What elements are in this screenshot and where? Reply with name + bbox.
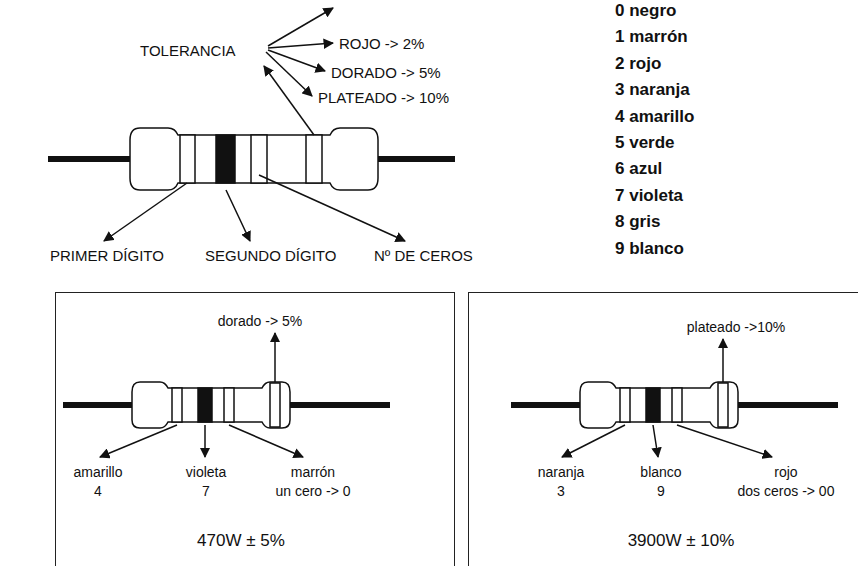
band-label: dorado -> 5% bbox=[218, 313, 302, 329]
color-code-entry: 1 marrón bbox=[615, 27, 688, 47]
color-code-entry: 6 azul bbox=[615, 159, 662, 179]
part-label: SEGUNDO DÍGITO bbox=[205, 247, 336, 264]
resistor-symbol bbox=[48, 128, 455, 190]
leader-arrow bbox=[562, 425, 625, 457]
color-code-entry: 0 negro bbox=[615, 1, 676, 21]
leader-arrow bbox=[229, 425, 303, 457]
resistance-value: 3900W ± 10% bbox=[628, 531, 735, 551]
color-code-entry: 9 blanco bbox=[615, 239, 684, 259]
leader-arrow bbox=[677, 425, 772, 457]
leader-arrow bbox=[722, 339, 724, 382]
leader-arrow bbox=[266, 52, 312, 96]
color-band bbox=[672, 388, 682, 422]
leader-arrow bbox=[226, 190, 250, 241]
lead bbox=[290, 402, 390, 408]
leader-arrow bbox=[204, 425, 206, 457]
color-code-entry: 2 rojo bbox=[615, 54, 661, 74]
example-frame: dorado -> 5% amarillo 4 violeta 7 marrón un ce… bbox=[55, 292, 455, 566]
lead bbox=[511, 402, 580, 408]
color-band bbox=[224, 388, 234, 422]
part-label: ROJO -> 2% bbox=[339, 35, 424, 52]
leader-arrow bbox=[104, 183, 187, 241]
band-label: un cero -> 0 bbox=[275, 483, 350, 499]
color-code-entry: 5 verde bbox=[615, 133, 675, 153]
leader-arrow bbox=[264, 66, 314, 135]
color-band bbox=[620, 388, 630, 422]
band-label: dos ceros -> 00 bbox=[738, 483, 835, 499]
leader-arrow bbox=[259, 175, 405, 241]
leader-arrow bbox=[268, 43, 333, 48]
part-label: Nº DE CEROS bbox=[374, 247, 473, 264]
color-band bbox=[306, 135, 322, 183]
band-label: 4 bbox=[94, 483, 102, 499]
example-frame: plateado ->10% naranja 3 blanco 9 rojo dos cer… bbox=[468, 292, 858, 566]
lead bbox=[738, 402, 838, 408]
leader-arrow bbox=[274, 333, 276, 382]
leader-arrows bbox=[100, 333, 772, 457]
leader-arrow bbox=[268, 8, 333, 46]
color-band bbox=[172, 388, 182, 422]
band-label: amarillo bbox=[73, 464, 122, 480]
color-code-entry: 7 violeta bbox=[615, 186, 683, 206]
band-label: 3 bbox=[557, 483, 565, 499]
color-code-entry: 4 amarillo bbox=[615, 107, 694, 127]
lead bbox=[63, 402, 132, 408]
resistor-body bbox=[132, 382, 290, 428]
color-band bbox=[216, 135, 235, 183]
part-label: TOLERANCIA bbox=[140, 42, 236, 59]
leader-arrow bbox=[653, 425, 658, 457]
color-band bbox=[180, 135, 195, 183]
band-label: violeta bbox=[186, 464, 226, 480]
band-label: naranja bbox=[538, 464, 585, 480]
band-label: plateado ->10% bbox=[687, 319, 785, 335]
resistor-symbol bbox=[511, 382, 838, 428]
resistance-value: 470W ± 5% bbox=[197, 531, 285, 551]
part-label: PLATEADO -> 10% bbox=[318, 89, 449, 106]
part-label: PRIMER DÍGITO bbox=[50, 247, 164, 264]
color-band bbox=[646, 388, 660, 422]
lead bbox=[378, 156, 455, 162]
color-band bbox=[198, 388, 212, 422]
color-band bbox=[718, 383, 728, 427]
band-label: blanco bbox=[640, 464, 681, 480]
band-label: 7 bbox=[202, 483, 210, 499]
part-label: DORADO -> 5% bbox=[331, 64, 441, 81]
resistor-symbol bbox=[63, 382, 390, 428]
leader-arrow bbox=[268, 50, 325, 71]
band-label: marrón bbox=[291, 464, 335, 480]
resistor-body bbox=[580, 382, 738, 428]
resistor-body bbox=[130, 128, 378, 190]
color-band bbox=[270, 383, 280, 427]
band-label: 9 bbox=[657, 483, 665, 499]
color-code-entry: 3 naranja bbox=[615, 80, 690, 100]
leader-arrow bbox=[100, 425, 177, 457]
lead bbox=[48, 156, 130, 162]
color-code-entry: 8 gris bbox=[615, 212, 660, 232]
band-label: rojo bbox=[774, 464, 797, 480]
